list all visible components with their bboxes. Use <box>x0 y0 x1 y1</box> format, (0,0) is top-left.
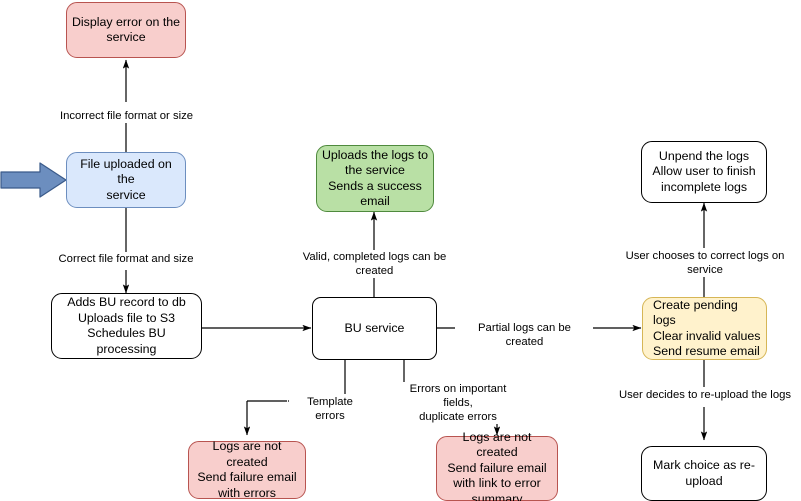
edge-label-valid-logs: Valid, completed logs can be created <box>283 250 466 278</box>
node-unpend-logs[interactable]: Unpend the logs Allow user to finish inc… <box>641 141 767 203</box>
edge-label-correct-format: Correct file format and size <box>55 252 197 266</box>
node-display-error[interactable]: Display error on the service <box>66 2 186 58</box>
node-logs-not-created-fields[interactable]: Logs are not created Send failure email … <box>436 430 558 501</box>
node-uploads-logs[interactable]: Uploads the logs to the service Sends a … <box>316 145 434 212</box>
node-adds-bu-record[interactable]: Adds BU record to db Uploads file to S3 … <box>51 293 202 359</box>
node-bu-service[interactable]: BU service <box>312 297 437 360</box>
node-mark-choice[interactable]: Mark choice as re- upload <box>641 446 767 501</box>
edge-label-user-reupload: User decides to re-upload the logs <box>616 388 794 402</box>
edge-label-incorrect-format: Incorrect file format or size <box>54 109 199 123</box>
node-logs-not-created-template[interactable]: Logs are not created Send failure email … <box>188 439 306 500</box>
edge-label-user-corrects-logs: User chooses to correct logs on service <box>609 249 801 277</box>
edge-label-template-errors: Template errors <box>289 395 371 423</box>
edge-label-partial-logs: Partial logs can be created <box>456 321 593 349</box>
node-create-pending-logs[interactable]: Create pending logs Clear invalid values… <box>642 297 767 360</box>
node-file-uploaded[interactable]: File uploaded on the service <box>66 152 186 208</box>
edge-label-errors-important-fields: Errors on important fields, duplicate er… <box>392 382 524 424</box>
entry-block-arrow <box>0 162 67 198</box>
